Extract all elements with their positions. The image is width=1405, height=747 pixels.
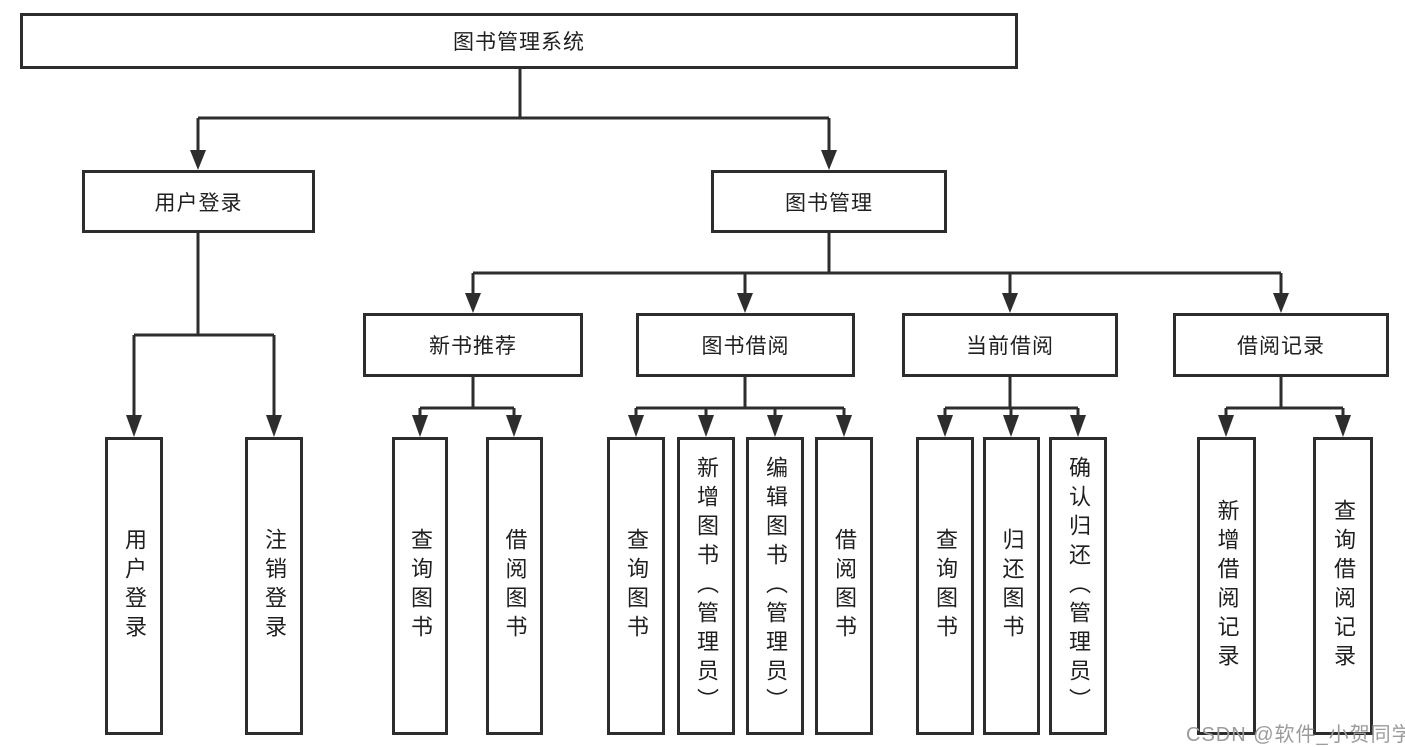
node-user-login: 用户登录 bbox=[82, 170, 315, 233]
node-library-management-system: 图书管理系统 bbox=[20, 13, 1018, 69]
node-book-borrowing: 图书借阅 bbox=[636, 313, 855, 377]
leaf-query-books-current: 查询图书 bbox=[916, 437, 974, 735]
arrowheads bbox=[126, 150, 1351, 437]
leaf-add-borrow-record: 新增借阅记录 bbox=[1197, 437, 1256, 735]
leaf-query-books-borrow: 查询图书 bbox=[607, 437, 665, 735]
csdn-watermark: CSDN @软件_小贺同学 bbox=[1186, 724, 1405, 746]
node-book-management: 图书管理 bbox=[711, 170, 947, 233]
leaf-confirm-return-admin: 确认归还（管理员） bbox=[1049, 437, 1107, 735]
node-borrowing-records: 借阅记录 bbox=[1173, 313, 1389, 377]
leaf-query-books-recommend: 查询图书 bbox=[392, 437, 448, 735]
leaf-logout: 注销登录 bbox=[245, 437, 303, 735]
leaf-return-books: 归还图书 bbox=[983, 437, 1040, 735]
leaf-query-borrow-record: 查询借阅记录 bbox=[1313, 437, 1373, 735]
leaf-user-login: 用户登录 bbox=[105, 437, 163, 735]
node-new-book-recommendation: 新书推荐 bbox=[363, 313, 583, 377]
leaf-add-book-admin: 新增图书（管理员） bbox=[677, 437, 735, 735]
leaf-borrow-books-recommend: 借阅图书 bbox=[486, 437, 543, 735]
node-current-borrowing: 当前借阅 bbox=[902, 313, 1118, 377]
leaf-edit-book-admin: 编辑图书（管理员） bbox=[746, 437, 804, 735]
leaf-borrow-books: 借阅图书 bbox=[815, 437, 873, 735]
